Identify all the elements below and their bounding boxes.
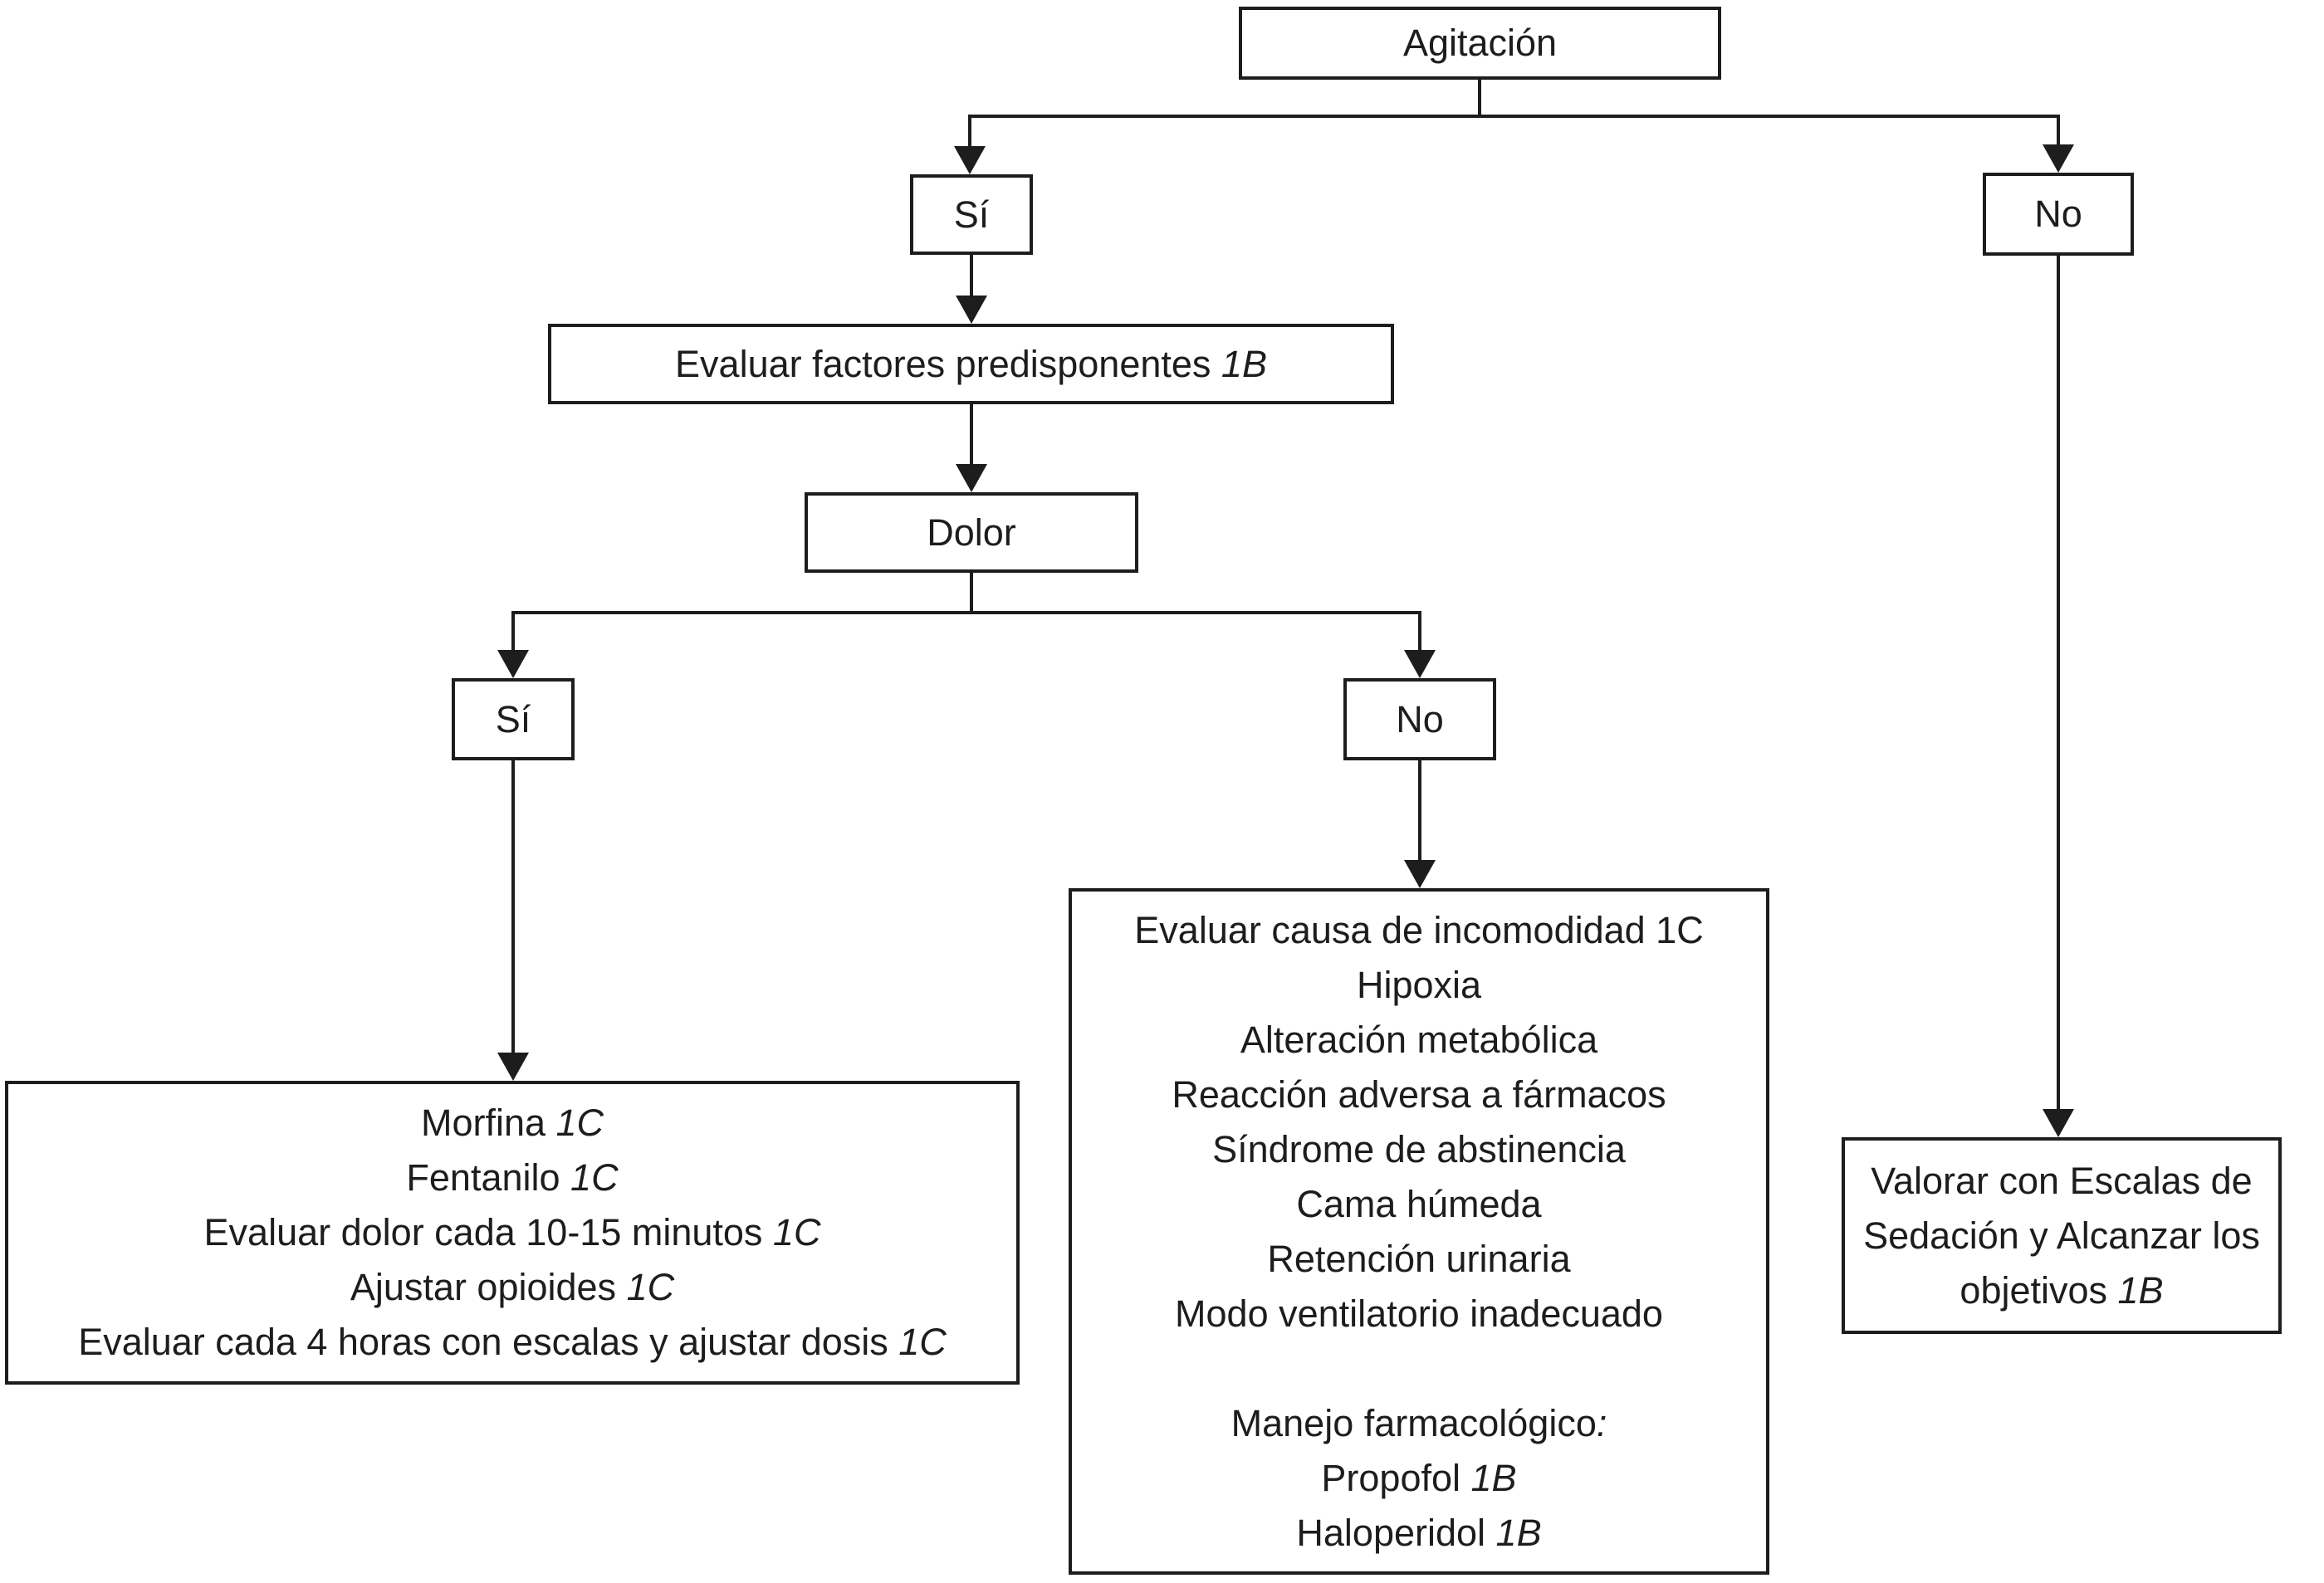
- discomfort-line: Evaluar causa de incomodidad 1C: [1134, 903, 1703, 958]
- node-pain-no-label: No: [1396, 697, 1444, 740]
- discomfort-line-text: Manejo farmacológico: [1230, 1401, 1597, 1444]
- evaluar-factores-text: Evaluar factores predisponentes: [675, 342, 1221, 385]
- discomfort-line-text: Propofol: [1321, 1456, 1471, 1499]
- discomfort-line-text: Haloperidol: [1296, 1511, 1496, 1554]
- sedation-line-text: Sedación y Alcanzar los: [1863, 1214, 2260, 1257]
- discomfort-line-text: Síndrome de abstinencia: [1212, 1127, 1626, 1170]
- opioid-line-text: Fentanilo: [406, 1156, 571, 1199]
- discomfort-line-text: Alteración metabólica: [1240, 1018, 1598, 1061]
- grade-tag: 1B: [2117, 1268, 2164, 1312]
- node-agitation-yes: Sí: [910, 174, 1033, 255]
- node-agitacion-label: Agitación: [1402, 22, 1558, 64]
- arrowhead-to-si2: [497, 650, 529, 678]
- node-agitation-no: No: [1983, 173, 2134, 256]
- grade-tag: :: [1596, 1401, 1607, 1444]
- node-evaluar-factores-label: Evaluar factores predisponentes 1B: [675, 337, 1267, 392]
- node-agitation-yes-label: Sí: [953, 193, 990, 236]
- node-pain-yes-label: Sí: [495, 697, 531, 740]
- grade-tag: 1B: [1470, 1456, 1517, 1499]
- discomfort-line: Retención urinaria: [1267, 1232, 1570, 1287]
- node-dolor: Dolor: [805, 492, 1138, 573]
- sedation-line: objetivos 1B: [1959, 1263, 2163, 1318]
- discomfort-line: Reacción adversa a fármacos: [1172, 1068, 1666, 1122]
- opioid-line: Evaluar cada 4 horas con escalas y ajust…: [78, 1315, 947, 1370]
- node-pain-no: No: [1343, 678, 1496, 760]
- node-agitation-no-label: No: [2034, 193, 2082, 235]
- node-agitacion: Agitación: [1239, 7, 1721, 80]
- node-evaluar-factores: Evaluar factores predisponentes 1B: [548, 324, 1394, 404]
- node-sedation-scales: Valorar con Escalas de Sedación y Alcanz…: [1842, 1137, 2282, 1334]
- opioid-line: Morfina 1C: [421, 1096, 604, 1151]
- sedation-line: Sedación y Alcanzar los: [1863, 1209, 2260, 1263]
- sedation-line-text: objetivos: [1959, 1268, 2118, 1312]
- arrowhead-to-incomodidad: [1404, 860, 1436, 888]
- arrowhead-to-no1: [2043, 144, 2074, 173]
- node-pain-yes: Sí: [452, 678, 575, 760]
- discomfort-line-text: Modo ventilatorio inadecuado: [1175, 1292, 1663, 1335]
- discomfort-line-text: Evaluar causa de incomodidad 1C: [1134, 908, 1704, 951]
- discomfort-line-text: Hipoxia: [1356, 963, 1482, 1006]
- arrowhead-to-evaluar: [956, 296, 987, 324]
- sedation-line: Valorar con Escalas de: [1871, 1154, 2252, 1209]
- arrowhead-to-valorar: [2043, 1109, 2074, 1137]
- arrowhead-to-si1: [954, 146, 986, 174]
- discomfort-line: Síndrome de abstinencia: [1212, 1122, 1626, 1177]
- grade-tag: 1C: [570, 1156, 619, 1199]
- opioid-line-text: Evaluar dolor cada 10-15 minutos: [203, 1211, 773, 1253]
- discomfort-line: Cama húmeda: [1296, 1177, 1541, 1232]
- discomfort-line: Modo ventilatorio inadecuado: [1175, 1287, 1663, 1341]
- opioid-line: Fentanilo 1C: [406, 1151, 618, 1205]
- node-discomfort-causes: Evaluar causa de incomodidad 1C Hipoxia …: [1069, 888, 1769, 1575]
- discomfort-line: Manejo farmacológico:: [1231, 1396, 1607, 1451]
- node-dolor-label: Dolor: [927, 511, 1016, 554]
- grade-tag: 1C: [626, 1266, 675, 1308]
- grade-tag: 1C: [772, 1211, 821, 1253]
- arrowhead-to-dolor: [956, 464, 987, 492]
- discomfort-line-text: Reacción adversa a fármacos: [1172, 1072, 1666, 1116]
- discomfort-line: Alteración metabólica: [1240, 1013, 1597, 1068]
- grade-tag: 1B: [1495, 1511, 1542, 1554]
- discomfort-line-text: Cama húmeda: [1296, 1182, 1542, 1225]
- evaluar-factores-grade: 1B: [1221, 342, 1267, 385]
- opioid-line: Evaluar dolor cada 10-15 minutos 1C: [204, 1205, 821, 1260]
- opioid-line: Ajustar opioides 1C: [350, 1260, 674, 1315]
- opioid-line-text: Ajustar opioides: [350, 1266, 627, 1308]
- discomfort-line-text: Retención urinaria: [1267, 1237, 1571, 1280]
- arrowhead-to-morfina: [497, 1053, 529, 1081]
- arrowhead-to-no2: [1404, 650, 1436, 678]
- discomfort-line: Propofol 1B: [1321, 1451, 1516, 1506]
- opioid-line-text: Morfina: [420, 1102, 556, 1144]
- opioid-line-text: Evaluar cada 4 horas con escalas y ajust…: [78, 1321, 899, 1363]
- node-opioid-management: Morfina 1C Fentanilo 1C Evaluar dolor ca…: [5, 1081, 1020, 1385]
- discomfort-line: Hipoxia: [1357, 958, 1481, 1013]
- grade-tag: 1C: [898, 1321, 947, 1363]
- grade-tag: 1C: [555, 1102, 604, 1144]
- sedation-line-text: Valorar con Escalas de: [1871, 1159, 2253, 1202]
- discomfort-line: Haloperidol 1B: [1296, 1506, 1541, 1561]
